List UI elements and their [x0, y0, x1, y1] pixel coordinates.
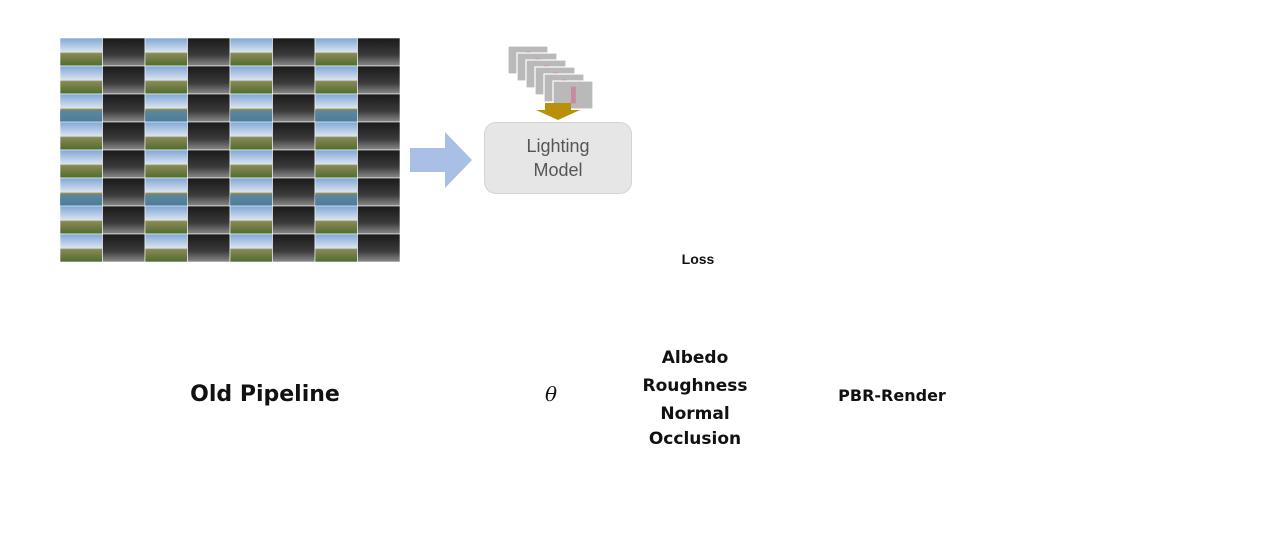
hdri-tile — [357, 149, 401, 179]
hdri-tile — [314, 233, 358, 263]
water-strip — [145, 194, 188, 206]
hdri-tile — [357, 93, 401, 123]
hdri-tile — [187, 65, 231, 95]
hdri-tile — [187, 177, 231, 207]
hdri-tile — [272, 233, 316, 263]
hdri-tile — [357, 121, 401, 151]
hdri-tile — [144, 149, 188, 179]
lighting-model-label: Lighting Model — [526, 136, 590, 180]
hdri-tile — [272, 149, 316, 179]
hdri-tile — [187, 205, 231, 235]
albedo-label: Albedo — [661, 348, 729, 368]
hdri-tile — [229, 121, 273, 151]
input-photo-stack-top — [507, 45, 594, 110]
loss-label: Loss — [681, 251, 715, 267]
hdri-tile — [187, 93, 231, 123]
hdri-tile — [144, 121, 188, 151]
material-maps-list: Albedo Roughness Normal Occlusion — [630, 344, 760, 450]
hdri-tile — [314, 65, 358, 95]
hdri-tile — [144, 233, 188, 263]
hdri-tile — [314, 121, 358, 151]
hdri-tile — [357, 205, 401, 235]
old-pipeline-label: Old Pipeline — [190, 382, 340, 407]
hdri-tile — [59, 233, 103, 263]
hdri-tile — [272, 93, 316, 123]
hdri-tile — [144, 205, 188, 235]
water-strip — [145, 110, 188, 122]
photo-figure — [571, 86, 576, 104]
hdri-tile — [272, 37, 316, 67]
hdri-tile — [102, 65, 146, 95]
hdri-tile — [102, 205, 146, 235]
hdri-tile — [229, 37, 273, 67]
lighting-model-box: Lighting Model — [484, 122, 632, 194]
hdri-tile — [144, 37, 188, 67]
hdri-tile — [229, 65, 273, 95]
hdri-tile — [102, 177, 146, 207]
hdri-tile — [59, 205, 103, 235]
hdri-tile — [314, 149, 358, 179]
gold-arrow-into-model — [536, 103, 580, 120]
hdri-tile — [102, 37, 146, 67]
hdri-tile — [272, 65, 316, 95]
roughness-label: Roughness — [642, 376, 748, 396]
hdri-tile — [187, 121, 231, 151]
hdri-tile — [102, 233, 146, 263]
arrow-mosaic-to-lighting — [410, 132, 472, 188]
pbr-render-label: PBR-Render — [838, 386, 946, 405]
water-strip — [315, 194, 358, 206]
hdri-tile — [357, 177, 401, 207]
hdri-tile — [314, 37, 358, 67]
hdri-tile — [187, 149, 231, 179]
hdri-tile — [102, 149, 146, 179]
hdri-tile — [59, 37, 103, 67]
hdri-tile — [272, 121, 316, 151]
hdri-image-mosaic — [59, 37, 401, 263]
theta-symbol: θ — [544, 382, 558, 406]
hdri-tile — [144, 65, 188, 95]
hdri-tile — [357, 233, 401, 263]
water-strip — [60, 194, 103, 206]
hdri-tile — [272, 205, 316, 235]
water-strip — [60, 110, 103, 122]
occlusion-label: Occlusion — [648, 429, 742, 449]
water-strip — [230, 110, 273, 122]
hdri-tile — [314, 205, 358, 235]
hdri-tile — [187, 37, 231, 67]
hdri-tile — [357, 37, 401, 67]
hdri-tile — [59, 121, 103, 151]
hdri-tile — [229, 149, 273, 179]
hdri-tile — [272, 177, 316, 207]
hdri-tile — [59, 149, 103, 179]
hdri-tile — [102, 121, 146, 151]
hdri-tile — [229, 205, 273, 235]
hdri-tile — [102, 93, 146, 123]
normal-label: Normal — [660, 404, 730, 424]
hdri-tile — [229, 233, 273, 263]
hdri-tile — [357, 65, 401, 95]
hdri-tile — [187, 233, 231, 263]
hdri-tile — [59, 65, 103, 95]
water-strip — [315, 110, 358, 122]
water-strip — [230, 194, 273, 206]
